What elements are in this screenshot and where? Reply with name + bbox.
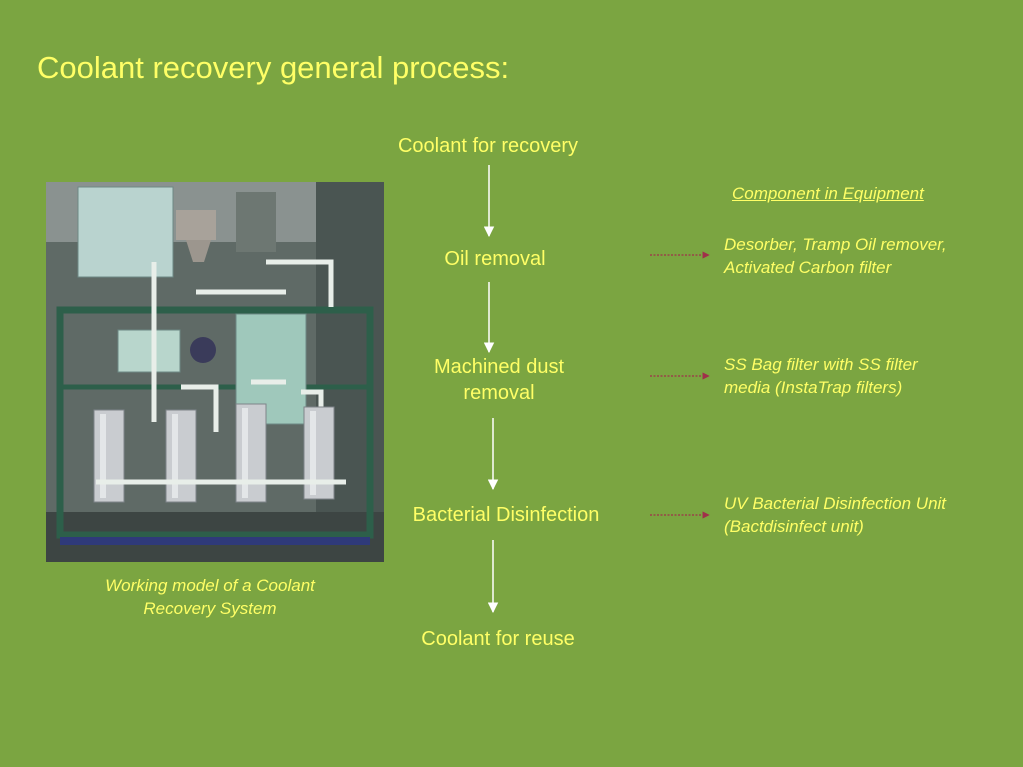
photo-caption: Working model of a Coolant Recovery Syst…: [46, 574, 374, 620]
component-disinfection-line2: (Bactdisinfect unit): [724, 517, 864, 536]
component-oil-removal-line1: Desorber, Tramp Oil remover,: [724, 235, 947, 254]
component-heading: Component in Equipment: [732, 184, 924, 203]
step-coolant-for-recovery: Coolant for recovery: [397, 135, 579, 157]
component-dust-removal-line2: media (InstaTrap filters): [724, 378, 903, 397]
step-coolant-for-reuse: Coolant for reuse: [421, 628, 575, 650]
step-oil-removal: Oil removal: [444, 248, 546, 270]
component-dust-removal: SS Bag filter with SS filter media (Inst…: [724, 353, 1014, 399]
photo-caption-line2: Recovery System: [143, 599, 277, 618]
slide-title: Coolant recovery general process:: [37, 50, 510, 85]
component-disinfection: UV Bacterial Disinfection Unit (Bactdisi…: [724, 492, 1014, 538]
step-machined-dust-removal: Machined dust removal: [433, 356, 565, 404]
component-dust-removal-line1: SS Bag filter with SS filter: [724, 355, 918, 374]
component-disinfection-line1: UV Bacterial Disinfection Unit: [724, 494, 947, 513]
component-oil-removal: Desorber, Tramp Oil remover, Activated C…: [724, 233, 1014, 279]
step-bacterial-disinfection: Bacterial Disinfection: [412, 504, 600, 526]
photo-caption-line1: Working model of a Coolant: [105, 576, 315, 595]
coolant-recovery-system-photo: [46, 182, 384, 562]
component-oil-removal-line2: Activated Carbon filter: [724, 258, 892, 277]
